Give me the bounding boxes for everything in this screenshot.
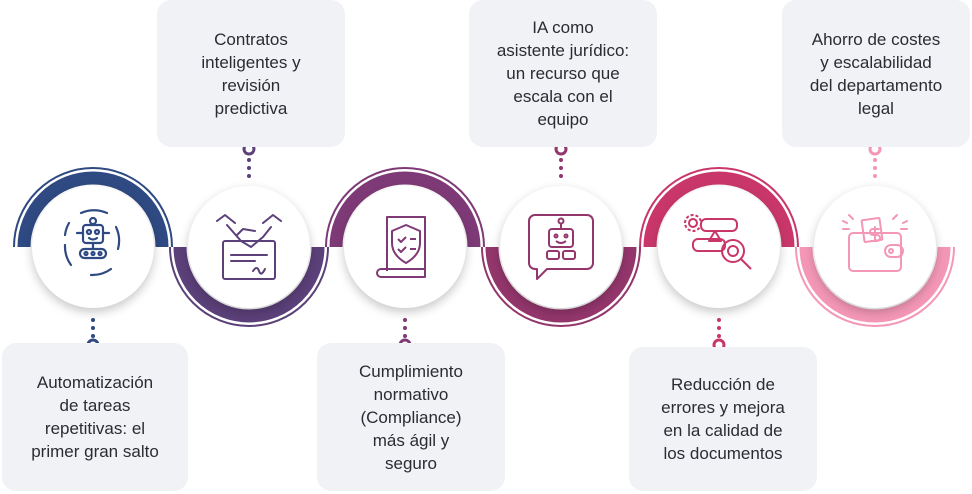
step-text: los documentos (663, 444, 783, 463)
step-text: Contratos (214, 29, 288, 49)
connector-dot (247, 158, 251, 162)
chatbot-icon (528, 214, 594, 280)
step-text: escala con el (513, 87, 613, 106)
step-text: repetitivas: el (44, 419, 146, 438)
step-text: (Compliance) (360, 407, 462, 427)
connector-dot (717, 334, 721, 338)
step-text: inteligentes y (201, 52, 301, 72)
step-circle-5 (658, 186, 780, 308)
step-box-6: Ahorro de costes y escalabilidad del depar… (782, 0, 970, 147)
connector-dot (247, 166, 251, 170)
connector-dot (403, 334, 407, 338)
thick-arc (799, 246, 951, 323)
step-text: en la calidad de (663, 421, 783, 440)
outer-arc (639, 167, 799, 248)
connector-dot (91, 334, 95, 338)
connector-dot (717, 326, 721, 330)
thick-arc (173, 246, 325, 323)
connector-dot (403, 326, 407, 330)
step-box-2: Contratos inteligentes y revisión predictiv… (157, 0, 345, 147)
step-text: equipo (537, 110, 589, 129)
outer-arc (13, 167, 173, 248)
thick-arc (329, 171, 481, 248)
outer-arc (481, 246, 641, 327)
step-text: Ahorro de costes (811, 29, 941, 49)
connector-dot (873, 158, 877, 162)
connector-dot (247, 174, 251, 178)
connector-dot (91, 318, 95, 322)
step-text: revisión (221, 75, 281, 95)
connector-dot (91, 326, 95, 330)
handshake-contract-icon (216, 214, 282, 280)
step-text: del departamento (809, 75, 943, 95)
step-text: de tareas (59, 396, 131, 415)
wallet-money-icon (842, 214, 908, 272)
connector-dot (717, 318, 721, 322)
robot-cycle-icon (63, 209, 121, 277)
connector-dot (559, 158, 563, 162)
step-text: asistente jurídico: (496, 41, 630, 60)
thick-arc (643, 171, 795, 248)
step-text: legal (858, 98, 894, 118)
outer-arc (795, 246, 955, 327)
error-search-icon (684, 214, 752, 270)
step-box-4: IA como asistente jurídico: un recurso que… (469, 0, 657, 147)
step-text: seguro (385, 453, 437, 473)
step-text: normativo (373, 384, 449, 404)
outer-arc (325, 167, 485, 248)
step-text: Reducción de (671, 375, 775, 394)
step-text: IA como (532, 18, 594, 37)
step-box-1: Automatización de tareas repetitivas: el pr… (2, 343, 188, 491)
step-text: primer gran salto (31, 442, 159, 461)
step-text: más ágil y (372, 430, 450, 450)
step-text: predictiva (214, 98, 288, 118)
step-circle-2 (188, 186, 310, 308)
connector-dot (873, 174, 877, 178)
step-text: Automatización (36, 373, 154, 392)
step-text: Cumplimiento (359, 361, 463, 381)
step-circle-6 (814, 186, 936, 308)
thick-arc (485, 246, 637, 323)
connector-dot (403, 318, 407, 322)
outer-arc (169, 246, 329, 327)
step-box-5: Reducción de errores y mejora en la calida… (629, 347, 817, 491)
step-box-3: Cumplimiento normativo (Compliance) más ági… (317, 343, 505, 491)
thick-arc (17, 171, 169, 248)
step-circle-4 (500, 186, 622, 308)
step-circle-1 (32, 186, 154, 308)
step-circle-3 (344, 186, 466, 308)
step-text: y escalabilidad (820, 52, 932, 72)
connector-dot (873, 166, 877, 170)
step-text: un recurso que (506, 64, 620, 83)
shield-document-icon (376, 216, 426, 278)
connector-dot (559, 166, 563, 170)
connector-dot (559, 174, 563, 178)
step-text: errores y mejora (661, 398, 785, 417)
